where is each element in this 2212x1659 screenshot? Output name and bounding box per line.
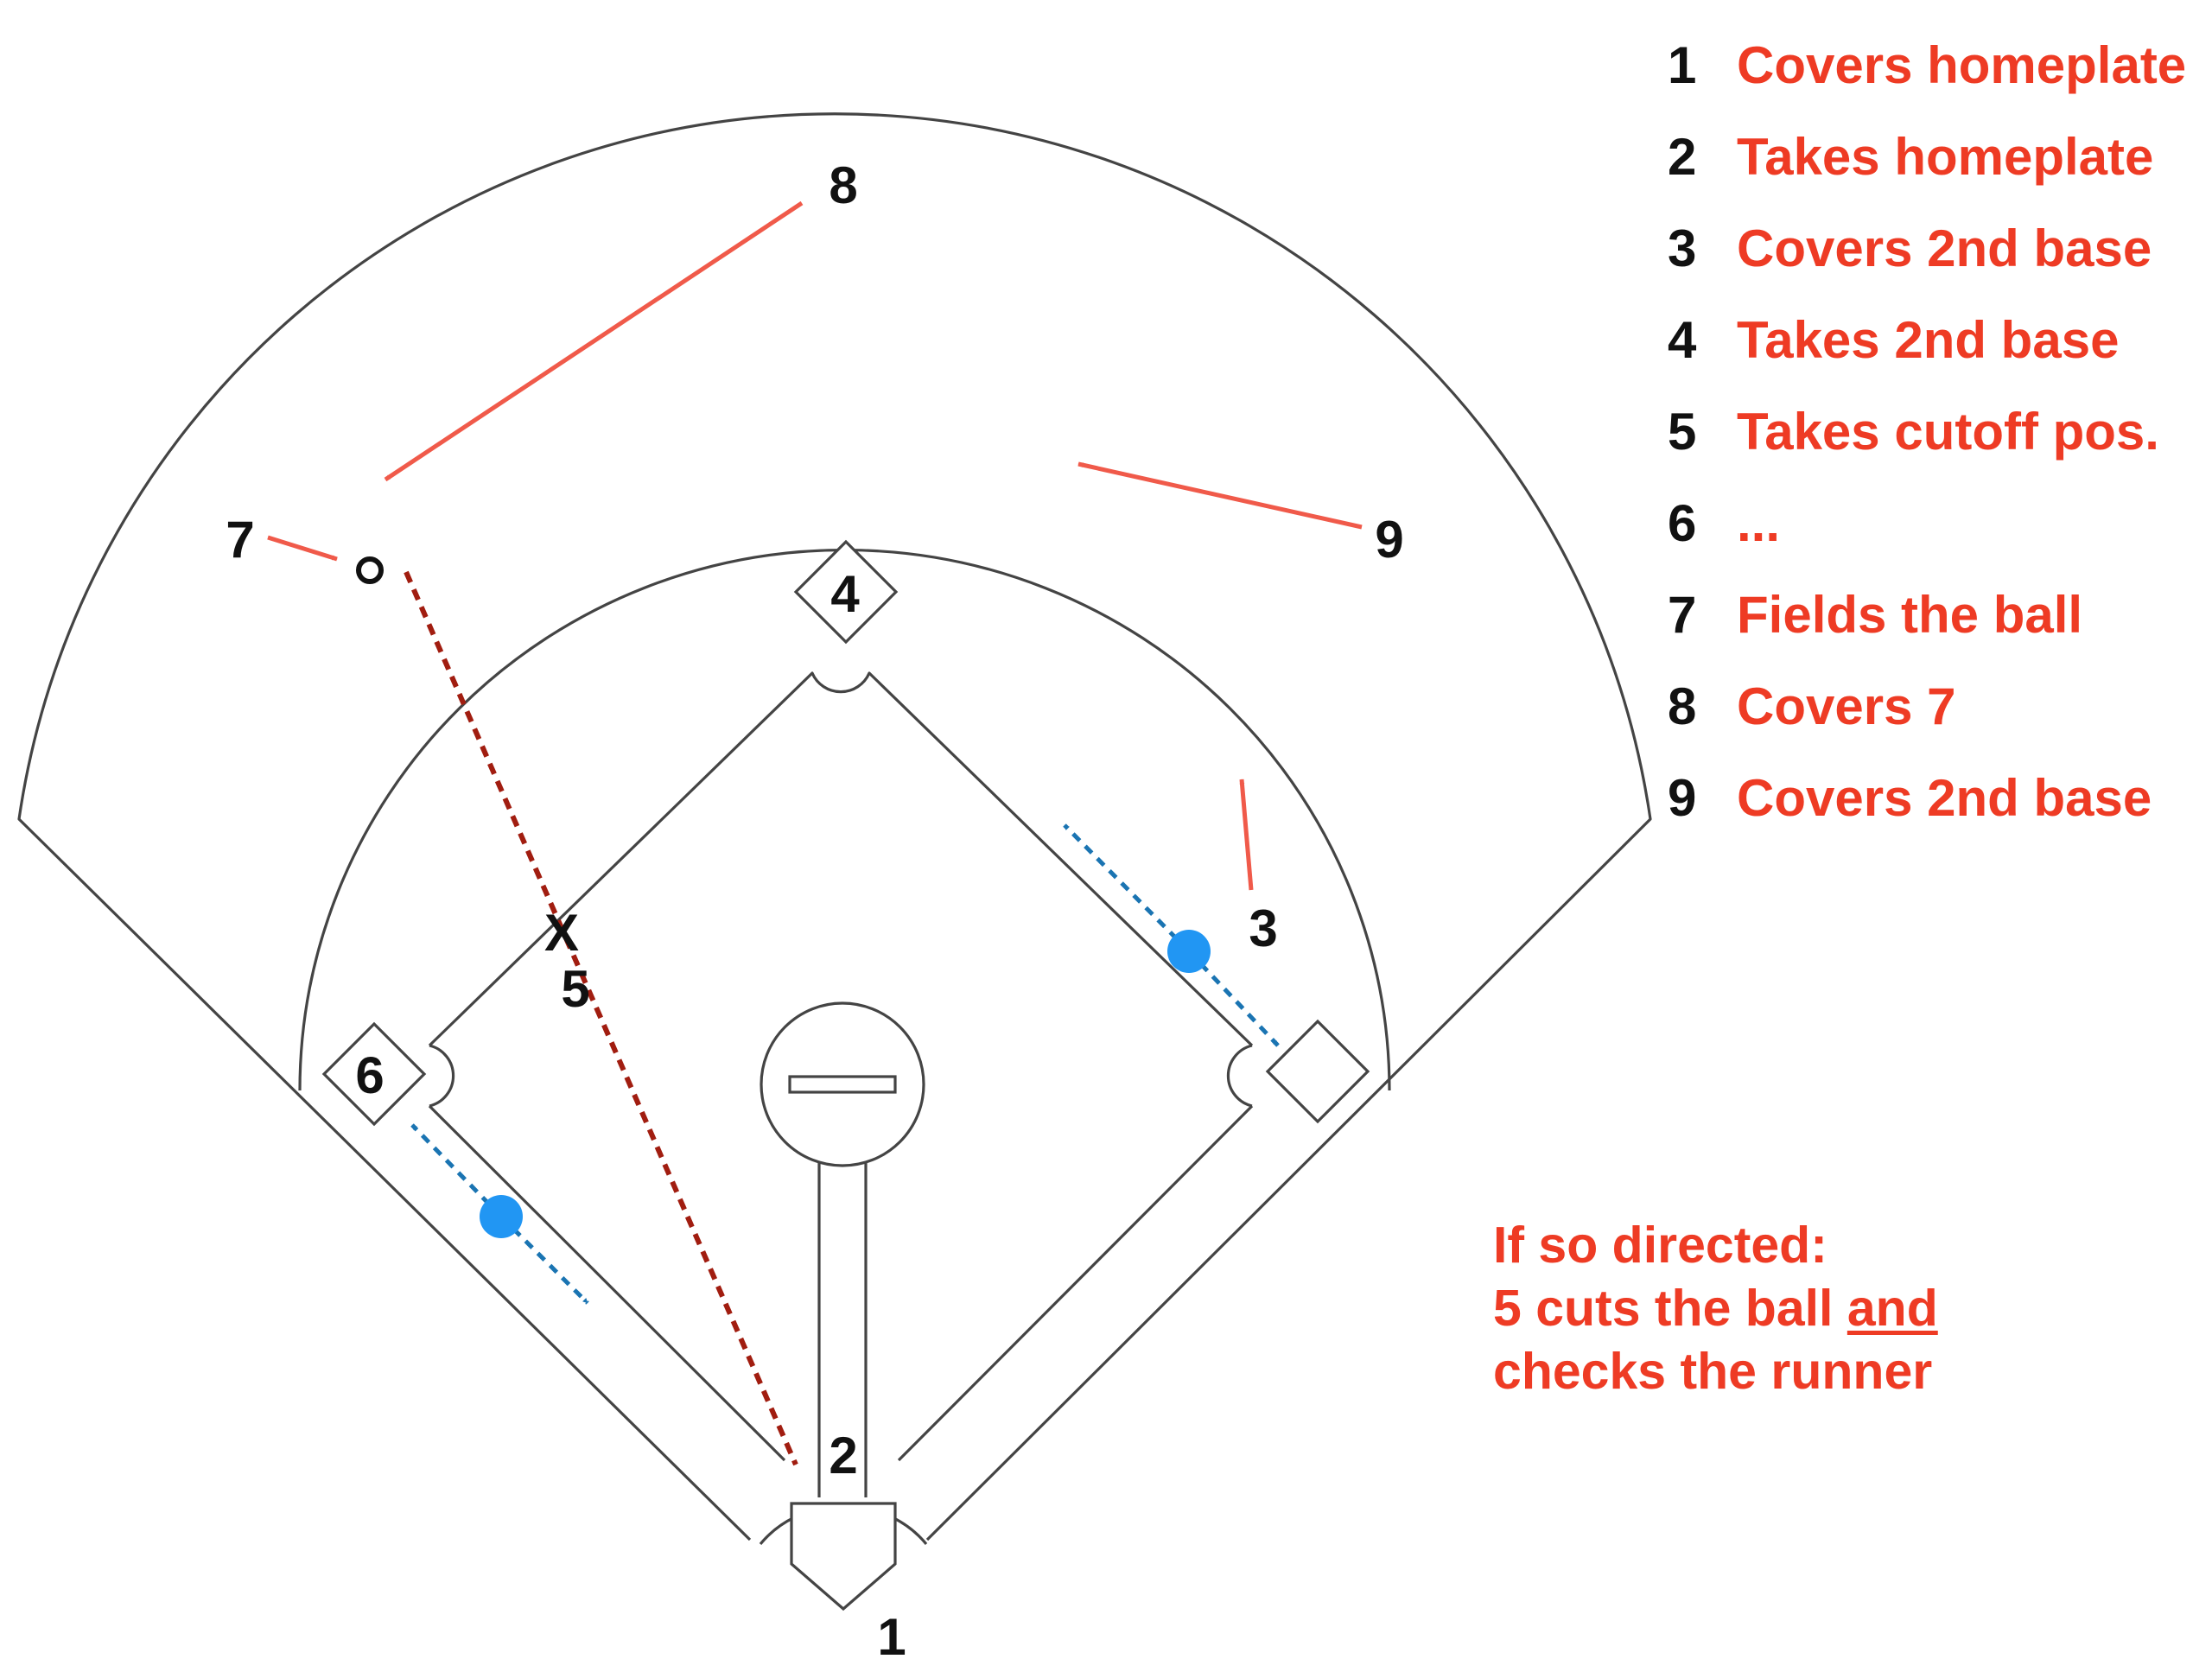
legend-number: 8 (1668, 677, 1697, 735)
note-line-2-text: 5 cuts the ball (1493, 1280, 1847, 1337)
arrow-player-3 (1239, 779, 1254, 891)
runner-icon (480, 1195, 523, 1238)
position-label-3: 3 (1249, 899, 1277, 957)
note-line-1: If so directed: (1493, 1217, 1827, 1274)
note-line-3: checks the runner (1493, 1343, 1933, 1400)
legend-number: 6 (1668, 493, 1697, 552)
legend-description: ... (1737, 493, 1781, 552)
legend-description: Covers 7 (1737, 677, 1956, 735)
legend-item-3: 3 Covers 2nd base (1668, 202, 2186, 294)
legend-item-7: 7 Fields the ball (1668, 569, 2186, 660)
legend-number: 5 (1668, 402, 1697, 461)
legend-item-9: 9 Covers 2nd base (1668, 752, 2186, 843)
legend-description: Covers homeplate (1737, 35, 2187, 94)
position-label-8: 8 (829, 156, 857, 214)
directive-note: If so directed: 5 cuts the ball and chec… (1493, 1214, 1938, 1403)
third-base (321, 1021, 427, 1127)
position-label-1: 1 (877, 1608, 906, 1659)
legend-item-1: 1 Covers homeplate (1668, 19, 2186, 111)
home-plate (790, 1502, 897, 1611)
legend-number: 3 (1668, 219, 1697, 277)
legend-description: Fields the ball (1737, 585, 2083, 644)
legend-description: Takes 2nd base (1737, 310, 2120, 369)
third-base-cutout (429, 1044, 455, 1108)
position-label-2: 2 (829, 1427, 857, 1484)
position-label-7: 7 (226, 511, 254, 569)
throw-path (404, 570, 798, 1466)
arrow-player-7 (267, 535, 338, 562)
legend-item-8: 8 Covers 7 (1668, 660, 2186, 752)
base-path-third-home (428, 1104, 786, 1462)
position-label-6: 6 (355, 1046, 384, 1104)
first-base (1265, 1019, 1370, 1124)
runner-path-first (1063, 823, 1191, 953)
mound-path (817, 1160, 868, 1497)
legend-number: 4 (1668, 310, 1697, 369)
position-label-4: 4 (830, 565, 860, 623)
arrow-player-8 (384, 200, 804, 482)
legend-description: Covers 2nd base (1737, 219, 2152, 277)
legend-item-5: 5 Takes cutoff pos. (1668, 385, 2186, 477)
legend-item-4: 4 Takes 2nd base (1668, 294, 2186, 385)
ball-icon (356, 556, 384, 584)
first-base-cutout (1226, 1044, 1253, 1108)
note-line-2-underlined: and (1847, 1280, 1938, 1337)
legend-description: Takes homeplate (1737, 127, 2154, 186)
legend-number: 9 (1668, 768, 1697, 827)
second-base (793, 539, 899, 645)
arrow-player-9 (1077, 461, 1363, 530)
legend-number: 7 (1668, 585, 1697, 644)
base-path-first-home (897, 1104, 1254, 1462)
legend-number: 2 (1668, 127, 1697, 186)
pitchers-rubber (788, 1075, 897, 1094)
position-label-9: 9 (1375, 511, 1403, 569)
legend-number: 1 (1668, 35, 1697, 94)
legend-description: Covers 2nd base (1737, 768, 2152, 827)
position-label-5: 5 (561, 960, 589, 1018)
legend-item-6: 6... (1668, 477, 2186, 569)
legend-description: Takes cutoff pos. (1737, 402, 2159, 461)
legend-item-2: 2 Takes homeplate (1668, 111, 2186, 202)
cutoff-mark: X (544, 904, 579, 962)
outfield-fence (17, 112, 1652, 1541)
base-path-third-second (428, 671, 1254, 1047)
runner-icon (1167, 930, 1211, 973)
note-line-2: 5 cuts the ball and (1493, 1277, 1938, 1340)
